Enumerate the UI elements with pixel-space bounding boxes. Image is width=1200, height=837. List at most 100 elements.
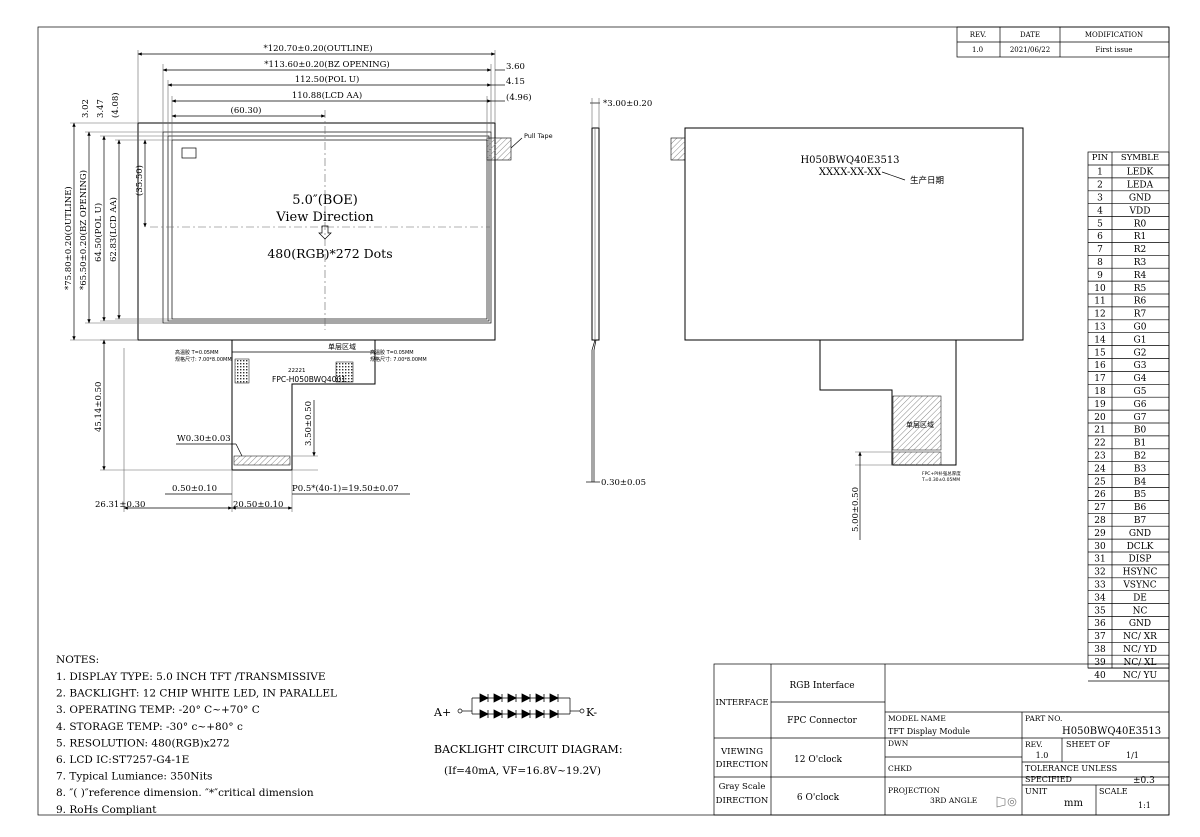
dim-fpc-tail: 3.50±0.50 [304,401,314,446]
pin-symbol: G7 [1134,413,1147,423]
pin-number: 39 [1094,658,1106,668]
pin-symbol: B2 [1134,452,1146,462]
pin-symbol: B3 [1134,464,1147,474]
pin-symbol: NC/ XL [1123,658,1156,668]
pin-number: 34 [1094,593,1106,603]
back-date-label: 生产日期 [910,175,944,186]
bezel-opening [162,131,492,324]
dim-back-tail: 5.00±0.50 [851,487,861,532]
led-diode-icon [493,709,503,719]
pin-number: 26 [1094,490,1106,500]
part-no-value: H050BWQ40E3513 [1062,726,1161,737]
modification-header: MODIFICATION [1085,31,1143,39]
scale-value: 1:1 [1138,801,1151,810]
pin-symbol: GND [1129,529,1151,539]
dim-bezel-height: *65.50±0.20(BZ OPENING) [78,170,89,290]
side-view: *3.00±0.20 0.30±0.05 [586,98,652,488]
pin-number: 31 [1094,555,1105,565]
pin-symbol: R1 [1134,232,1147,242]
dim-connector-width: 20.50±0.10 [233,500,283,510]
stiffener-left [234,358,250,384]
note-item: 6. LCD IC:ST7257-G4-1E [56,754,189,766]
pin-symbol: LEDK [1127,168,1154,178]
dim-pitch: P0.5*(40-1)=19.50±0.07 [292,483,399,494]
pin-symbol: GND [1129,619,1151,629]
stiffener-right [335,361,354,383]
pin-number: 4 [1097,206,1103,216]
led-diode-icon [521,709,531,719]
pin-number: 19 [1094,400,1106,410]
fpc-name: FPC-H050BWQ4001 [272,375,346,384]
pin-symbol: R3 [1134,258,1147,268]
note-item: 2. BACKLIGHT: 12 CHIP WHITE LED, IN PARA… [56,688,337,700]
pin-number: 28 [1094,516,1106,526]
viewing-value: 12 O'clock [794,755,843,765]
anode-terminal [457,708,463,714]
stiffener-left-size: 规格尺寸: 7.00*8.00MM [175,356,232,363]
pin-number: 23 [1094,452,1106,462]
pin-number: 38 [1094,645,1106,655]
back-stiffener [892,451,942,466]
pin-symbol: DISP [1129,555,1152,565]
pin-symbol: NC/ YD [1123,645,1157,655]
pin-symbol: DCLK [1127,542,1154,552]
pin-symbol: GND [1129,194,1151,204]
pin-symbol: G3 [1134,361,1147,371]
pin-symbol: R0 [1134,219,1147,229]
dim-top-2: 3.47 [96,99,106,118]
pin-number: 32 [1094,568,1105,578]
pin-symbol: LEDA [1127,181,1154,191]
side-fpc [591,339,597,482]
led-diode-icon [535,693,545,703]
led-diode-icon [521,693,531,703]
dim-fpc-length: 45.14±0.50 [94,382,104,432]
pin-symbol: R2 [1134,245,1147,255]
module-outline [137,122,496,341]
led-diode-icon [535,709,545,719]
stiffener-right-size: 规格尺寸: 7.00*8.00MM [370,356,427,363]
fpc-tiny-code: 22221 [288,368,306,374]
gray-scale-value: 6 O'clock [797,793,840,803]
dim-polarizer-width: 112.50(POL U) [295,74,360,85]
pin-symbol: G2 [1134,348,1147,358]
backlight-spec: (If=40mA, VF=16.8V~19.2V) [444,765,601,777]
led-diode-icon [549,693,559,703]
pin-symbol: B4 [1134,477,1147,487]
pin-number: 15 [1094,348,1106,358]
rev-header: REV. [970,31,986,39]
dim-center-height: (35.50) [134,165,145,196]
pin-number: 25 [1094,477,1106,487]
part-no-label: PART NO. [1025,714,1062,723]
pin-number: 13 [1094,323,1106,333]
back-single-layer-zone [892,395,942,451]
pin-number: 6 [1097,232,1103,242]
dim-top-3: (4.08) [110,92,121,118]
pin-symbol: G6 [1134,400,1147,410]
pull-tape [486,137,512,161]
led-diode-icon [507,693,517,703]
chkd-label: CHKD [888,764,912,773]
view-direction-label: View Direction [275,210,374,225]
back-view: H050BWQ40E3513 XXXX-XX-XX 生产日期 单层区域 FPC+… [670,127,1024,540]
tolerance-value: ±0.3 [1133,776,1155,786]
pin-symbol: NC/ XR [1123,632,1157,642]
revision-table: REV. DATE MODIFICATION 1.0 2021/06/22 Fi… [956,26,1170,58]
pin-number: 35 [1094,606,1106,616]
stiffener-left-label: 高温胶 T=0.05MM [175,349,219,356]
note-item: 1. DISPLAY TYPE: 5.0 INCH TFT /TRANSMISS… [56,671,326,683]
pin-symbol: B6 [1134,503,1147,513]
pin-number: 9 [1097,271,1103,281]
projection-value: 3RD ANGLE [930,796,977,805]
pin-symbol: B1 [1134,439,1146,449]
fpc-contact-fingers [233,455,291,466]
model-name-value: TFT Display Module [888,727,970,736]
pin-symbol: R4 [1134,271,1147,281]
pin-number: 22 [1094,439,1105,449]
pin-number: 33 [1094,581,1106,591]
unit-label: UNIT [1025,787,1048,796]
pin-symbol: R6 [1134,297,1147,307]
pin-number: 2 [1097,181,1103,191]
note-item: 3. OPERATING TEMP: -20° C~+70° C [56,704,260,716]
dim-lcd-height: 62.83(LCD AA) [108,197,119,262]
pull-tape-label: Pull Tape [524,132,553,140]
